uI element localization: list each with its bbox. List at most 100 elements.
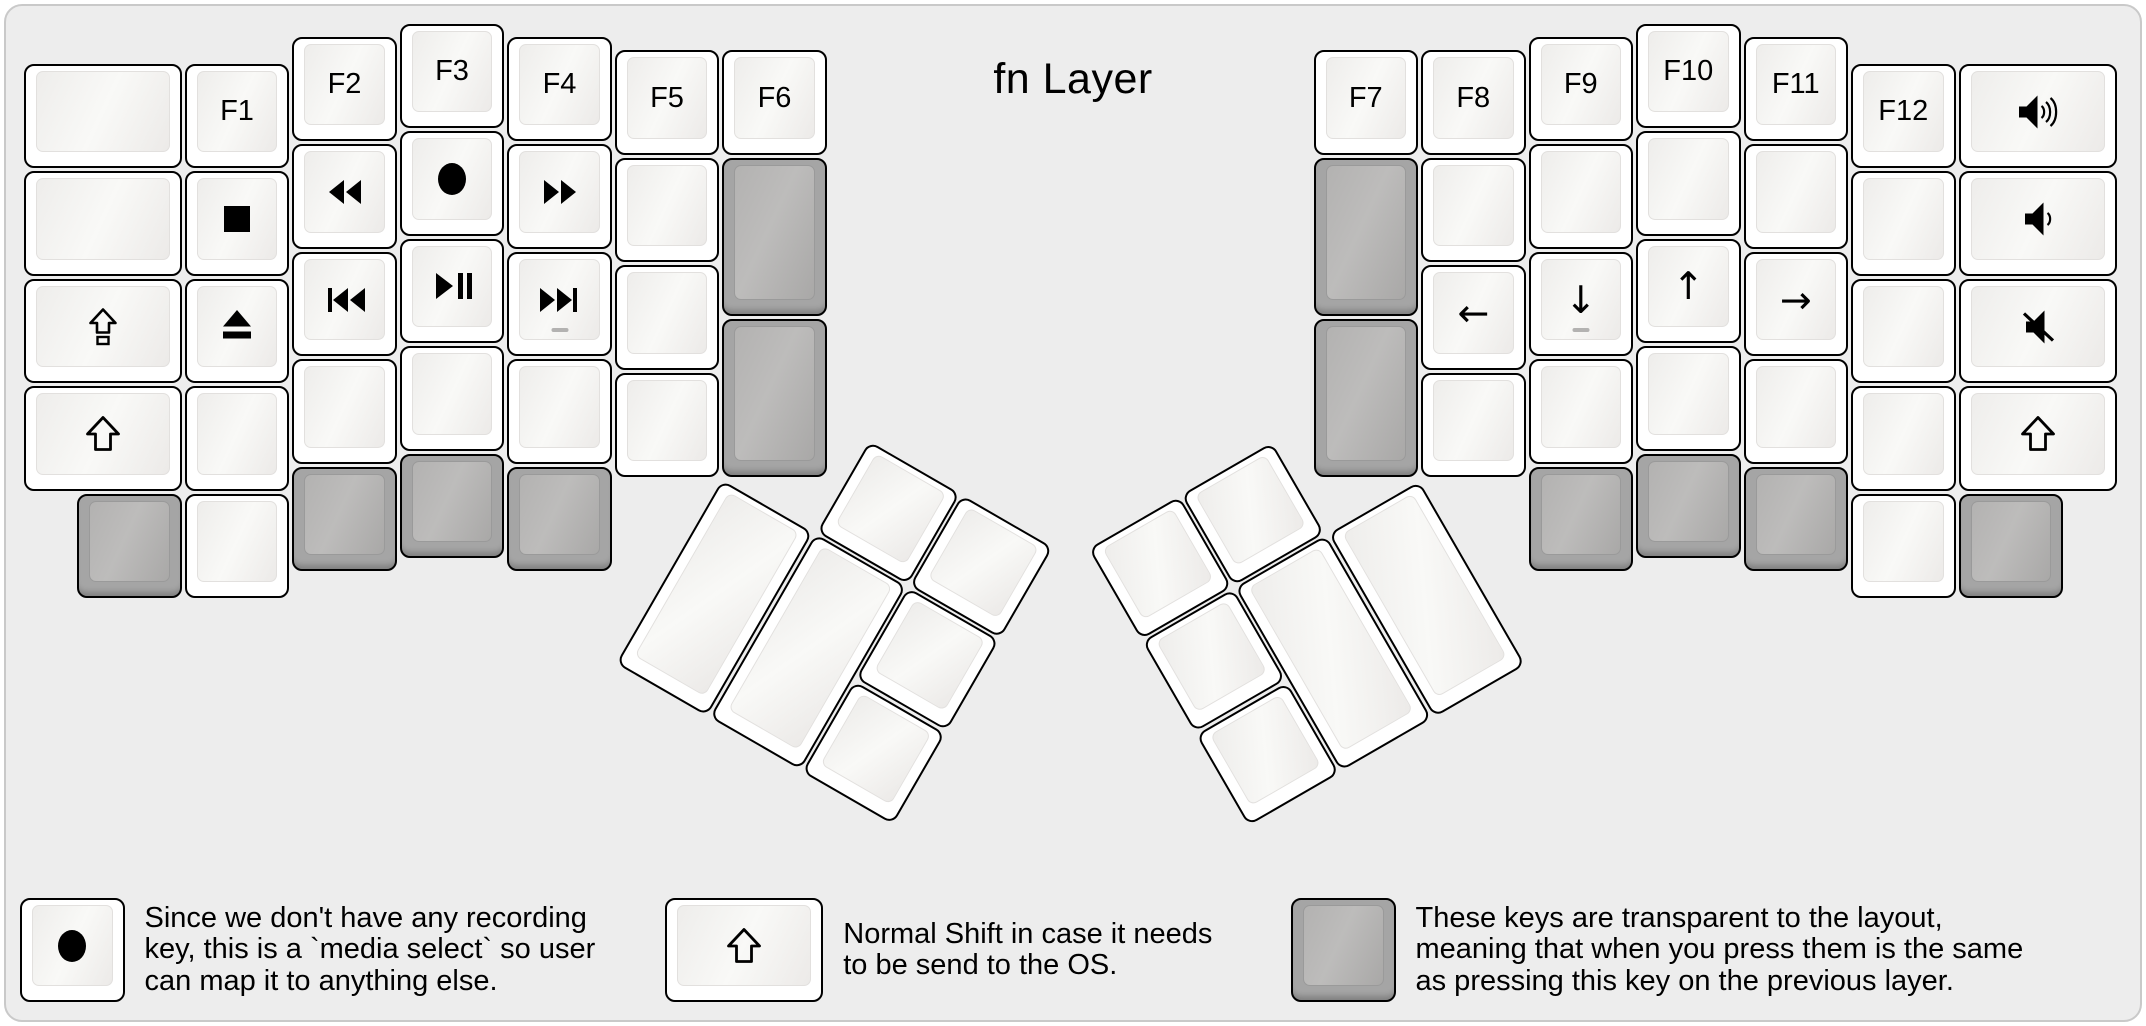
keycap-surface <box>35 393 170 475</box>
key-arrow-down[interactable]: ↓ <box>1528 251 1633 357</box>
key-arrow-up[interactable]: ↑ <box>1636 238 1741 343</box>
key-blank[interactable] <box>1851 278 1956 384</box>
key-label: ↑ <box>1672 264 1705 309</box>
key-transparent[interactable] <box>722 319 827 478</box>
key-blank[interactable] <box>614 157 720 263</box>
key-transparent[interactable] <box>507 466 612 572</box>
key-shift[interactable] <box>665 897 824 1003</box>
prev-track-icon <box>321 279 369 321</box>
key-transparent[interactable] <box>1313 319 1418 478</box>
key-blank[interactable] <box>507 359 612 464</box>
key-blank[interactable] <box>184 493 290 599</box>
key-blank[interactable] <box>1851 386 1956 491</box>
key-transparent[interactable] <box>1743 466 1848 572</box>
key-blank[interactable] <box>23 171 182 276</box>
key-transparent[interactable] <box>1313 157 1418 317</box>
key-blank[interactable] <box>1743 144 1848 249</box>
key-f1[interactable]: F1 <box>184 63 290 169</box>
key-blank[interactable] <box>1528 144 1633 249</box>
key-play-pause[interactable] <box>399 238 505 343</box>
legend-group-record: Since we don't have any recording key, t… <box>20 896 595 1004</box>
key-label: F5 <box>650 81 684 114</box>
keycap-surface <box>1433 379 1514 462</box>
keycap-surface <box>1970 500 2051 583</box>
key-transparent[interactable] <box>399 453 505 558</box>
key-f9[interactable]: F9 <box>1528 36 1633 142</box>
key-next-track[interactable] <box>507 251 612 357</box>
shift-icon <box>2016 413 2060 455</box>
key-label: F1 <box>220 95 254 128</box>
key-transparent[interactable] <box>1528 466 1633 572</box>
key-blank[interactable] <box>1636 346 1741 451</box>
key-blank[interactable] <box>614 372 720 478</box>
key-f5[interactable]: F5 <box>614 50 720 155</box>
key-blank[interactable] <box>1851 493 1956 599</box>
key-transparent[interactable] <box>292 466 397 572</box>
key-f11[interactable]: F11 <box>1743 36 1848 142</box>
key-f12[interactable]: F12 <box>1851 63 1956 169</box>
key-f4[interactable]: F4 <box>507 36 612 142</box>
key-volume-down[interactable] <box>1958 171 2117 276</box>
key-blank[interactable] <box>292 359 397 464</box>
key-blank[interactable] <box>1636 131 1741 236</box>
keycap-surface <box>519 258 600 341</box>
key-record[interactable] <box>20 897 125 1003</box>
key-transparent[interactable] <box>1291 897 1396 1003</box>
key-label: F4 <box>542 68 577 101</box>
homing-bar <box>1572 328 1590 333</box>
key-record[interactable] <box>399 131 505 236</box>
key-blank[interactable] <box>1421 157 1526 263</box>
keycap-surface: F8 <box>1433 57 1514 139</box>
key-shift[interactable] <box>23 386 182 491</box>
keycap-surface <box>304 366 385 448</box>
key-caps[interactable] <box>23 278 182 384</box>
key-label: F10 <box>1663 54 1714 87</box>
keycap-surface: F1 <box>196 70 278 153</box>
key-shift[interactable] <box>1958 386 2117 491</box>
key-arrow-right[interactable]: → <box>1743 251 1848 357</box>
key-eject[interactable] <box>184 278 290 384</box>
keycap-surface <box>196 285 278 368</box>
keycap-surface <box>1863 393 1944 475</box>
key-blank[interactable] <box>1743 359 1848 464</box>
key-label: F11 <box>1771 68 1820 101</box>
key-f7[interactable]: F7 <box>1313 50 1418 155</box>
key-prev-track[interactable] <box>292 251 397 357</box>
key-blank[interactable] <box>1421 372 1526 478</box>
key-label: F6 <box>757 81 792 114</box>
key-transparent[interactable] <box>77 493 182 599</box>
keycap-surface <box>196 178 278 260</box>
key-volume-up[interactable] <box>1958 63 2117 169</box>
key-f10[interactable]: F10 <box>1636 23 1741 128</box>
key-mute[interactable] <box>1958 278 2117 384</box>
key-label: F9 <box>1563 68 1598 101</box>
keycap-surface <box>1303 904 1384 987</box>
key-fast-forward[interactable] <box>507 144 612 249</box>
key-transparent[interactable] <box>1636 453 1741 558</box>
key-stop[interactable] <box>184 171 290 276</box>
keycap-surface: F5 <box>626 57 708 139</box>
keycap-surface <box>1970 70 2105 153</box>
key-blank[interactable] <box>1851 171 1956 276</box>
key-f2[interactable]: F2 <box>292 36 397 142</box>
keycap-surface <box>626 272 708 354</box>
legend-key-record <box>20 897 125 1003</box>
key-f6[interactable]: F6 <box>722 50 827 155</box>
key-blank[interactable] <box>399 346 505 451</box>
keycap-surface <box>1863 500 1944 583</box>
key-blank[interactable] <box>1528 359 1633 464</box>
key-label: ← <box>1457 291 1490 336</box>
key-f8[interactable]: F8 <box>1421 50 1526 155</box>
key-blank[interactable] <box>184 386 290 491</box>
key-transparent[interactable] <box>722 157 827 317</box>
key-arrow-left[interactable]: ← <box>1421 265 1526 370</box>
keycap-surface <box>1325 326 1406 462</box>
key-f3[interactable]: F3 <box>399 23 505 128</box>
keycap-surface <box>411 353 493 435</box>
key-transparent[interactable] <box>1958 493 2063 599</box>
keycap-surface <box>32 904 113 987</box>
key-rewind[interactable] <box>292 144 397 249</box>
key-blank[interactable] <box>614 265 720 370</box>
key-blank[interactable] <box>23 63 182 169</box>
keycap-surface: F4 <box>519 43 600 126</box>
